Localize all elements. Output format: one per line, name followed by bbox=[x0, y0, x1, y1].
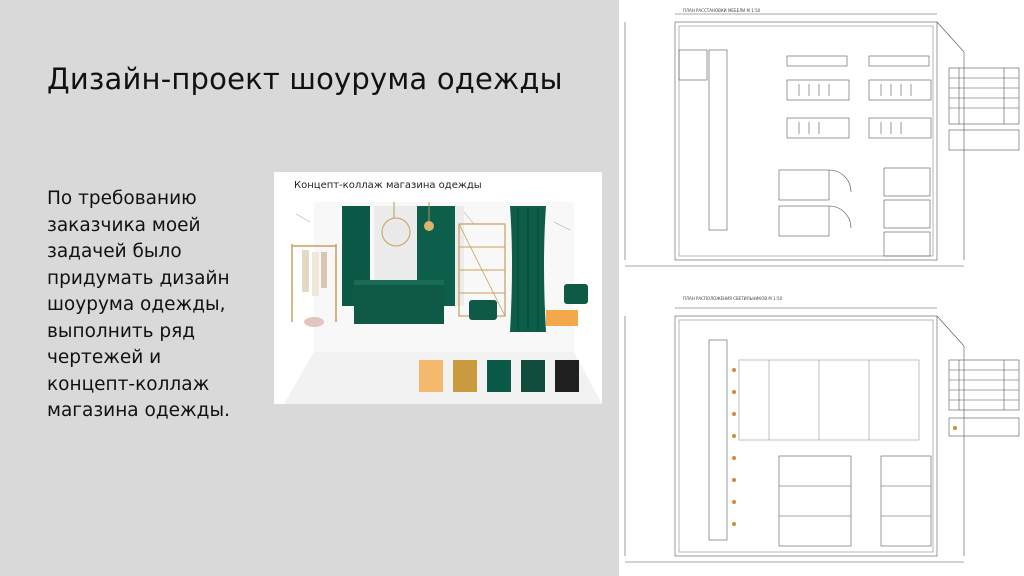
slide-title: Дизайн-проект шоурума одежды bbox=[47, 62, 563, 96]
palette-swatch bbox=[487, 360, 511, 392]
collage-title: Концепт-коллаж магазина одежды bbox=[294, 180, 482, 191]
plan2-caption: ПЛАН РАСПОЛОЖЕНИЯ СВЕТИЛЬНИКОВ М 1:50 bbox=[683, 296, 783, 301]
slide-body-text: По требованию заказчика моей задачей был… bbox=[47, 188, 230, 421]
floor-plans-image: ПЛАН РАССТАНОВКИ МЕБЕЛИ М 1:50 ПЛАН РАСП… bbox=[619, 0, 1024, 576]
palette-swatch bbox=[419, 360, 443, 392]
plan1-caption: ПЛАН РАССТАНОВКИ МЕБЕЛИ М 1:50 bbox=[683, 8, 761, 13]
floor-plan-drawings bbox=[624, 13, 1020, 563]
palette-swatch bbox=[521, 360, 545, 392]
palette-swatch bbox=[555, 360, 579, 392]
collage-illustration bbox=[284, 202, 602, 404]
palette-swatch bbox=[453, 360, 477, 392]
concept-collage-image: Концепт-коллаж магазина одежды bbox=[274, 172, 602, 404]
